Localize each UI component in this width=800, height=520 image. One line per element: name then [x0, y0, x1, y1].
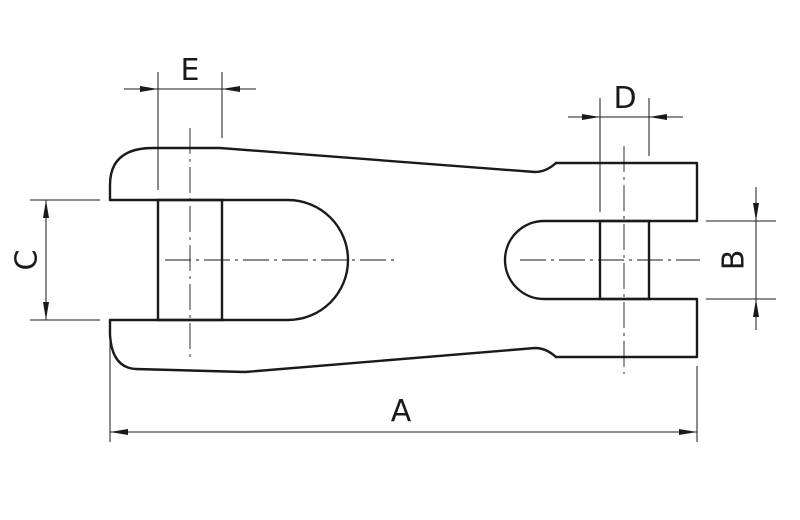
dim-c-label: C: [10, 250, 45, 271]
dim-c-arrow-top: [43, 200, 49, 218]
dim-b-label: B: [717, 250, 752, 271]
dim-a-arrow-right: [679, 429, 697, 435]
dim-e-arrow-right: [222, 86, 240, 92]
dim-a-label: A: [391, 394, 412, 429]
dim-b-arrow-top: [753, 203, 759, 221]
shackle-body: [108, 146, 699, 374]
dim-a-arrow-left: [110, 429, 128, 435]
dim-e-arrow-left: [140, 86, 158, 92]
left-slot: [108, 198, 350, 322]
center-lines: [165, 128, 700, 374]
left-jaw-top-arm: [108, 146, 558, 202]
left-jaw-bottom-arm: [108, 318, 558, 374]
dimension-a: A: [110, 394, 697, 435]
dim-d-arrow-left: [582, 114, 600, 120]
dim-d-arrow-right: [649, 114, 667, 120]
extension-lines: [30, 72, 776, 442]
dimension-d: D: [568, 81, 683, 120]
dim-b-arrow-bottom: [753, 299, 759, 317]
dimension-b: B: [717, 187, 759, 330]
dim-d-label: D: [613, 81, 636, 116]
dimension-e: E: [124, 53, 256, 92]
right-clevis: [503, 161, 699, 359]
dim-e-label: E: [181, 53, 200, 88]
dimension-c: C: [10, 200, 49, 320]
dim-c-arrow-bottom: [43, 302, 49, 320]
